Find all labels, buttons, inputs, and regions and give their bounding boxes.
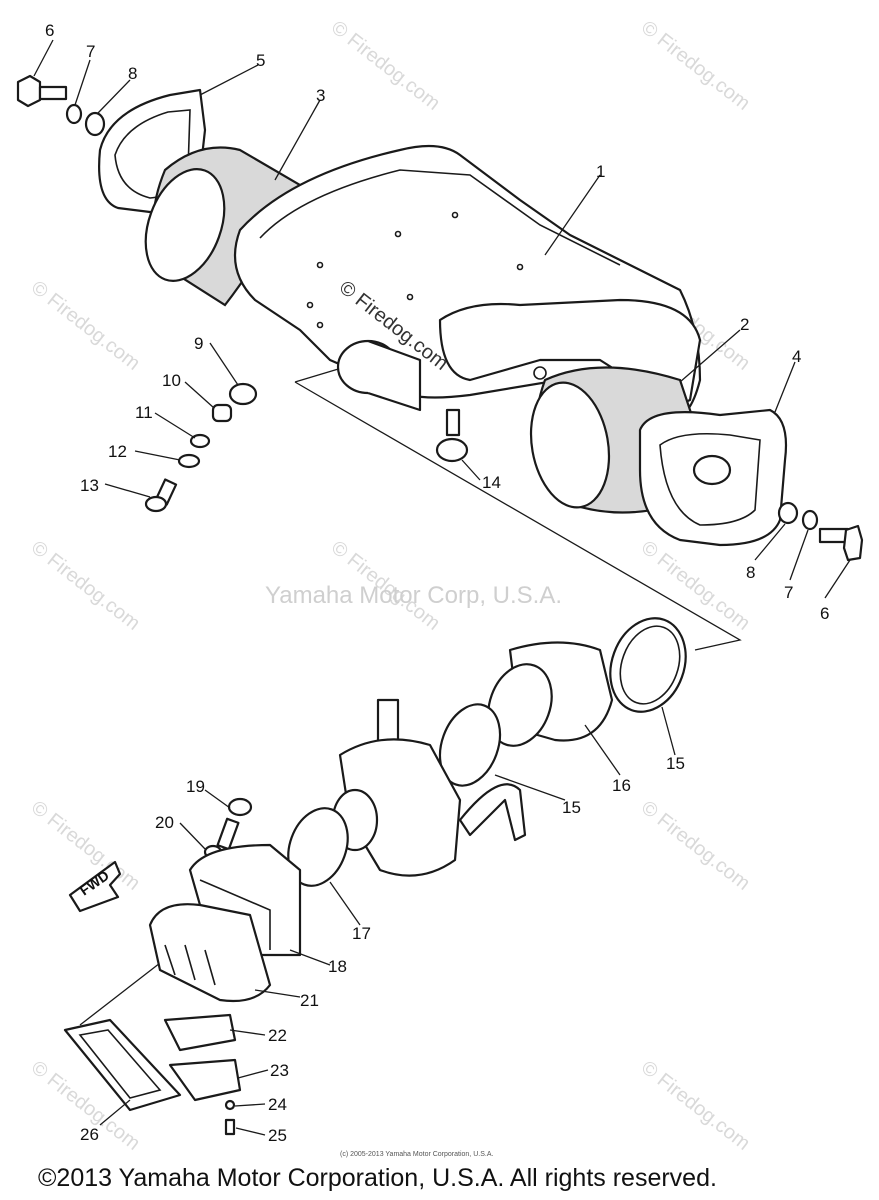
watermark-site: © Firedog.com	[327, 17, 444, 115]
callout-14: 14	[482, 473, 501, 492]
washer-8-left	[84, 111, 106, 137]
callout-numbers: 6 7 8 5 3 1 2 4 9 10 11 12 13 14 8 7 6 1…	[45, 21, 829, 1145]
callout-12: 12	[108, 442, 127, 461]
watermark-center: Yamaha Motor Corp, U.S.A.	[265, 582, 562, 609]
air-filter-element-left	[144, 146, 302, 307]
collar-10	[211, 403, 233, 423]
callout-25: 25	[268, 1126, 287, 1145]
callout-18: 18	[328, 957, 347, 976]
callout-15-left: 15	[562, 798, 581, 817]
callout-8: 8	[128, 64, 137, 83]
watermark-site: © Firedog.com	[637, 797, 754, 895]
small-copyright: (c) 2005-2013 Yamaha Motor Corporation, …	[340, 1151, 493, 1158]
hose-band-left	[438, 703, 502, 787]
callout-5: 5	[256, 51, 265, 70]
callout-4: 4	[792, 347, 801, 366]
hose-band-right	[609, 617, 687, 713]
callout-2: 2	[740, 315, 749, 334]
gasket	[63, 1018, 182, 1112]
callout-10: 10	[162, 371, 181, 390]
callout-8-right: 8	[746, 563, 755, 582]
damper-9	[228, 382, 258, 406]
callout-13: 13	[80, 476, 99, 495]
intake-manifold	[188, 843, 302, 957]
callout-21: 21	[300, 991, 319, 1010]
callout-22: 22	[268, 1026, 287, 1045]
washer-12	[177, 453, 201, 469]
reed-valve-assembly	[148, 903, 272, 1003]
reed-stopper-23	[168, 1058, 242, 1102]
callout-1: 1	[596, 162, 605, 181]
fwd-arrow-icon: FWD	[68, 860, 122, 913]
washer-7-left	[65, 103, 83, 125]
callout-26: 26	[80, 1125, 99, 1144]
callout-leaders	[33, 39, 851, 1136]
screw-24	[224, 1099, 236, 1111]
reed-22	[163, 1013, 237, 1052]
washer-7-right	[801, 509, 819, 531]
callout-17: 17	[352, 924, 371, 943]
bolt-left	[16, 74, 68, 108]
bolt-right	[818, 524, 864, 562]
callout-6-right: 6	[820, 604, 829, 623]
callout-7-right: 7	[784, 583, 793, 602]
bolt-19	[216, 797, 253, 851]
footer-copyright: ©2013 Yamaha Motor Corporation, U.S.A. A…	[38, 1164, 717, 1192]
washer-11	[189, 433, 211, 449]
air-box-outlet-pipe	[336, 339, 422, 412]
grommet	[435, 408, 469, 463]
watermark-site: © Firedog.com	[27, 277, 144, 375]
callout-16: 16	[612, 776, 631, 795]
watermark-site: © Firedog.com	[27, 537, 144, 635]
watermark-site: © Firedog.com	[637, 1057, 754, 1155]
callout-6: 6	[45, 21, 54, 40]
washer-8-right	[777, 501, 799, 525]
watermark-site: © Firedog.com	[637, 17, 754, 115]
callout-23: 23	[270, 1061, 289, 1080]
bolt-13	[144, 478, 178, 513]
callout-24: 24	[268, 1095, 287, 1114]
callout-19: 19	[186, 777, 205, 796]
carburetor-joint	[487, 641, 614, 747]
carburetor-band	[287, 807, 349, 887]
carburetor	[331, 698, 527, 877]
screw-25	[224, 1118, 236, 1136]
callout-20: 20	[155, 813, 174, 832]
callout-3: 3	[316, 86, 325, 105]
callout-7: 7	[86, 42, 95, 61]
callout-9: 9	[194, 334, 203, 353]
callout-11: 11	[135, 403, 153, 422]
air-box-cap-right	[638, 408, 788, 547]
callout-15-right: 15	[666, 754, 685, 773]
